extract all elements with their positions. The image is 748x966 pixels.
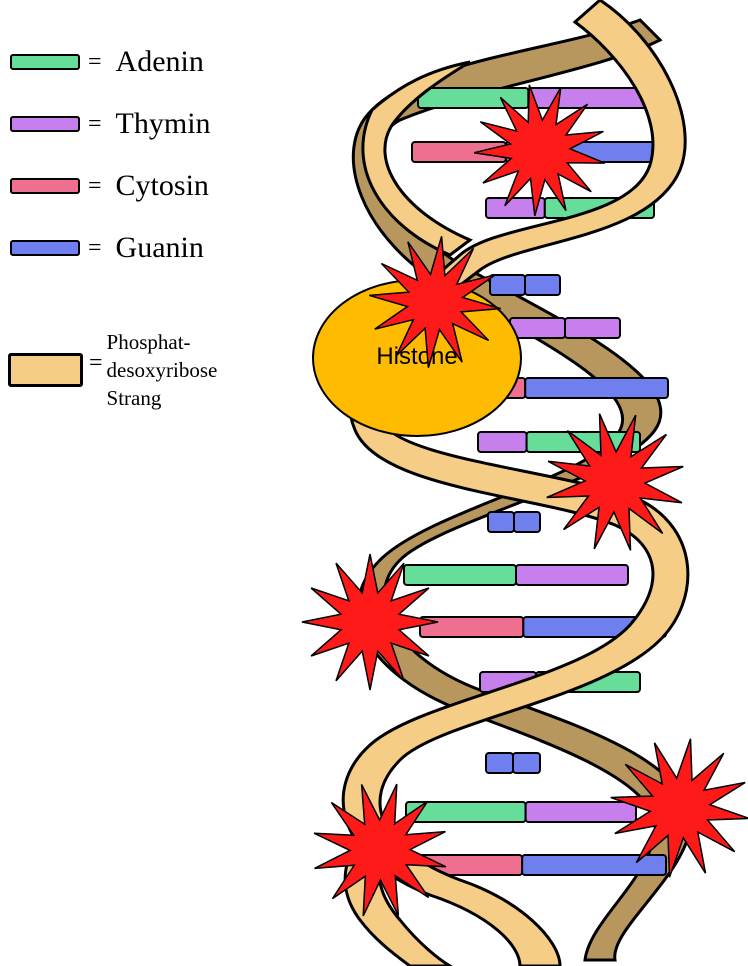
base-right <box>565 318 620 338</box>
base-left <box>420 617 523 637</box>
base-left <box>486 753 513 773</box>
base-right <box>525 275 560 295</box>
base-right <box>514 512 540 532</box>
base-left <box>510 318 565 338</box>
base-pair <box>500 378 668 398</box>
base-pair <box>404 565 628 585</box>
base-left <box>490 275 525 295</box>
histone-label: Histone <box>376 343 457 370</box>
base-pair <box>488 512 540 532</box>
base-pair <box>406 802 636 822</box>
base-right <box>528 88 648 108</box>
base-right <box>513 753 540 773</box>
base-left <box>478 432 527 452</box>
base-left <box>404 565 516 585</box>
base-left <box>488 512 514 532</box>
base-right <box>516 565 628 585</box>
base-right <box>525 378 668 398</box>
base-pair <box>490 275 560 295</box>
base-pair <box>486 753 540 773</box>
base-pair <box>510 318 620 338</box>
base-left <box>418 88 528 108</box>
base-pair <box>418 855 666 875</box>
base-pair <box>478 432 640 452</box>
base-right <box>522 855 666 875</box>
base-right <box>526 802 636 822</box>
